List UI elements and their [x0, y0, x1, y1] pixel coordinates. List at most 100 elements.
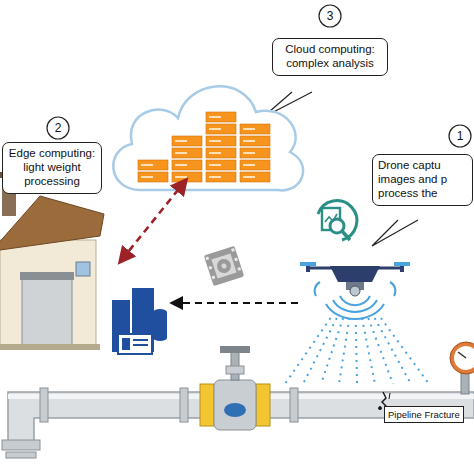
valve-part: [200, 384, 214, 426]
cloud-server-part: [175, 152, 187, 154]
drone-part: [394, 262, 410, 266]
pipeline-part: [40, 388, 48, 422]
cloud-server-part: [175, 176, 187, 178]
cloud-server-part: [138, 172, 168, 182]
video-icon: [204, 246, 244, 286]
cloud-server-part: [209, 128, 221, 130]
cloud-server-part: [206, 160, 236, 170]
valve-part: [256, 384, 270, 426]
signal-arcs-part: [333, 300, 377, 312]
house-part: [20, 272, 74, 280]
house-part: [76, 262, 90, 276]
cloud-server-part: [243, 140, 255, 142]
analysis-icon-part: [318, 201, 357, 240]
callout-bubble: Drone captu images and p process the: [372, 154, 473, 206]
video-icon-part-part: [231, 248, 235, 252]
callout-circle: [449, 125, 471, 147]
video-icon-part: [221, 263, 227, 269]
cloud-server-part: [206, 112, 236, 122]
cloud-server-part: [209, 140, 221, 142]
data-link: [120, 180, 186, 262]
cloud-server-part: [240, 148, 270, 158]
drone: [300, 262, 410, 296]
callout-number-text: 2: [55, 121, 62, 135]
callout-circle: [319, 5, 341, 27]
cloud-server-part: [206, 172, 236, 182]
cloud-server-part: [240, 160, 270, 170]
house-part: [0, 196, 104, 250]
cloud-server-part: [172, 172, 202, 182]
pipeline-fracture-part: [378, 406, 382, 410]
signal-lines-part: [368, 318, 393, 384]
cloud-server: [138, 112, 270, 182]
pipeline-fracture-part: [389, 393, 390, 399]
valve-part: [220, 346, 250, 353]
label-text: Cloud computing: complex analysis: [278, 43, 382, 71]
signal-lines: [285, 318, 429, 384]
cloud-part: [113, 86, 303, 190]
callout-number: 3: [318, 4, 342, 28]
cloud-server-part: [243, 128, 255, 130]
edge-server-part: [153, 335, 167, 341]
pressure-gauge-part: [450, 342, 474, 374]
pipeline-part: [290, 388, 298, 422]
signal-lines-part: [303, 318, 337, 384]
upload-arrow: [172, 302, 298, 304]
cloud-server-part: [141, 176, 153, 178]
cloud-server-part: [209, 116, 221, 118]
cloud-server-part: [243, 164, 255, 166]
callout-number-text: 1: [457, 129, 464, 143]
cloud: [113, 86, 303, 190]
video-icon-part-part: [205, 256, 209, 260]
cloud-server-part: [243, 152, 255, 154]
cloud-server-part: [209, 152, 221, 154]
cloud-server-part: [240, 172, 270, 182]
callout-number-text: 3: [327, 9, 334, 23]
cloud-server-part: [206, 136, 236, 146]
signal-arcs-part: [390, 282, 395, 296]
label-text: Edge computing: light weight processing: [8, 147, 96, 188]
pipeline-part: [6, 452, 36, 458]
house: [0, 172, 104, 350]
edge-server-part: [122, 338, 130, 350]
video-icon-part-part: [234, 258, 238, 262]
cloud-server-part: [240, 136, 270, 146]
signal-lines-part: [381, 318, 429, 384]
pipeline-part: [2, 440, 40, 450]
cloud-server-part: [209, 164, 221, 166]
pressure-gauge-part: [454, 346, 474, 370]
signal-arcs-part: [315, 282, 320, 296]
cloud-server-part: [172, 148, 202, 158]
signal-arcs-part: [326, 304, 384, 319]
callout-bubble: Edge computing: light weight processing: [2, 142, 102, 194]
callout-number: 2: [46, 116, 70, 140]
edge-server-part: [133, 344, 148, 346]
pressure-gauge-part: [461, 372, 469, 394]
fracture-label: Pipeline Fracture: [384, 406, 464, 423]
valve-part: [224, 403, 246, 417]
cloud-server-part: [172, 136, 202, 146]
pipeline-fracture-part: [382, 392, 387, 407]
video-icon-part-part: [208, 266, 212, 270]
cloud-server-part: [138, 160, 168, 170]
drone-part: [400, 266, 404, 272]
video-icon-part-part: [212, 275, 216, 279]
signal-lines-part: [356, 318, 357, 384]
video-icon-part: [211, 253, 236, 278]
analysis-icon-part: [325, 214, 337, 222]
drone-part: [350, 286, 360, 296]
pressure-gauge: [450, 342, 474, 394]
edge-server: [112, 288, 167, 354]
signal-arcs-part: [340, 296, 370, 305]
analysis-icon: [318, 201, 357, 240]
cloud-server-part: [141, 164, 153, 166]
cloud-server-part: [172, 160, 202, 170]
signal-lines-part: [339, 318, 349, 384]
house-part: [22, 278, 72, 346]
house-part: [0, 240, 96, 346]
edge-server-part: [153, 312, 167, 338]
cloud-server-part: [240, 124, 270, 134]
drone-part: [330, 266, 380, 282]
valve: [200, 346, 270, 430]
